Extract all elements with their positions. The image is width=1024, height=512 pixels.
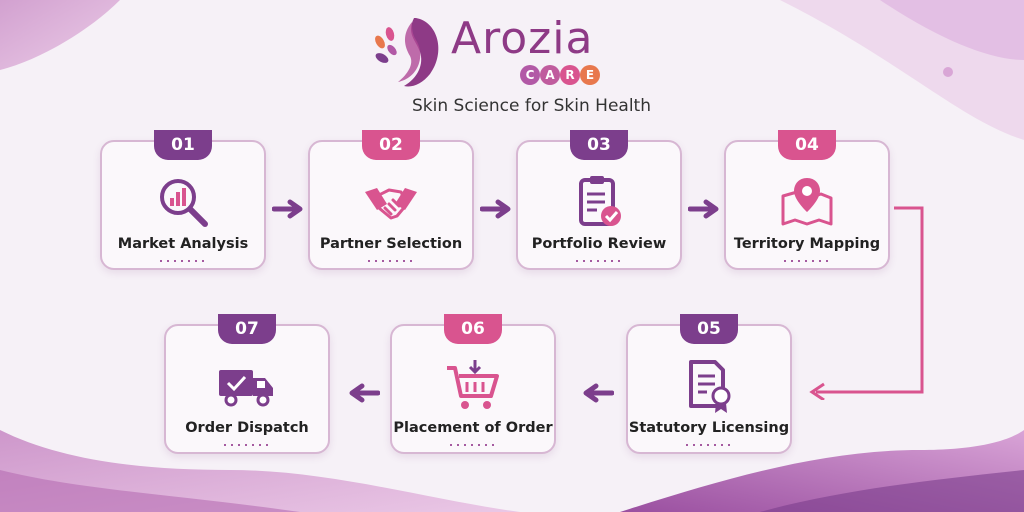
step-card-statutory-licensing: 05 Statutory Licensing xyxy=(626,314,792,454)
step-label: Portfolio Review xyxy=(531,236,667,252)
step-number-badge: 02 xyxy=(362,130,420,160)
step-card-market-analysis: 01 Market Analysis xyxy=(100,130,266,270)
dotted-divider xyxy=(224,444,270,446)
face-leaf-logo-icon xyxy=(375,18,439,87)
step-card-order-dispatch: 07 Order Dispatch xyxy=(164,314,330,454)
dotted-divider xyxy=(686,444,732,446)
step-label: Order Dispatch xyxy=(185,420,309,436)
clipboard-check-icon xyxy=(579,176,621,226)
step-label: Market Analysis xyxy=(117,236,249,252)
step-number-badge: 05 xyxy=(680,314,738,344)
magnifier-chart-icon xyxy=(160,179,208,227)
step-card-portfolio-review: 03 Portfolio Review xyxy=(516,130,682,270)
dotted-divider xyxy=(784,260,830,262)
step-card-partner-selection: 02 Partner Selection xyxy=(308,130,474,270)
step-number-badge: 07 xyxy=(218,314,276,344)
brand-care-badge: C A R E xyxy=(520,65,600,85)
care-letter: A xyxy=(540,65,560,85)
step-number-badge: 04 xyxy=(778,130,836,160)
brand-logo: Arozia C A R E Skin Science for Skin Hea… xyxy=(368,8,651,118)
step-label: Placement of Order xyxy=(393,420,553,436)
arrow-left-icon xyxy=(583,383,614,403)
step-label: Territory Mapping xyxy=(733,236,881,252)
arrow-left-icon xyxy=(349,383,380,403)
step-number-badge: 01 xyxy=(154,130,212,160)
step-number-badge: 06 xyxy=(444,314,502,344)
care-letter: E xyxy=(580,65,600,85)
step-number-badge: 03 xyxy=(570,130,628,160)
step-card-placement-of-order: 06 Placement of Order xyxy=(390,314,556,454)
dotted-divider xyxy=(450,444,496,446)
dotted-divider xyxy=(368,260,414,262)
handshake-icon xyxy=(365,188,417,220)
certificate-icon xyxy=(689,360,731,413)
arrow-right-icon xyxy=(480,199,511,219)
dotted-divider xyxy=(160,260,206,262)
brand-name: Arozia xyxy=(451,13,594,64)
delivery-truck-icon xyxy=(219,370,273,407)
care-letter: R xyxy=(560,65,580,85)
step-label: Statutory Licensing xyxy=(628,420,790,436)
connector-arrow-04-05 xyxy=(809,206,924,400)
arrow-right-icon xyxy=(272,199,303,219)
dotted-divider xyxy=(576,260,622,262)
step-card-territory-mapping: 04 Territory Mapping xyxy=(724,130,890,270)
care-letter: C xyxy=(520,65,540,85)
shopping-cart-icon xyxy=(447,360,499,409)
step-label: Partner Selection xyxy=(319,236,463,252)
arrow-right-icon xyxy=(688,199,719,219)
brand-tagline: Skin Science for Skin Health xyxy=(412,96,651,116)
map-pin-icon xyxy=(781,178,833,226)
